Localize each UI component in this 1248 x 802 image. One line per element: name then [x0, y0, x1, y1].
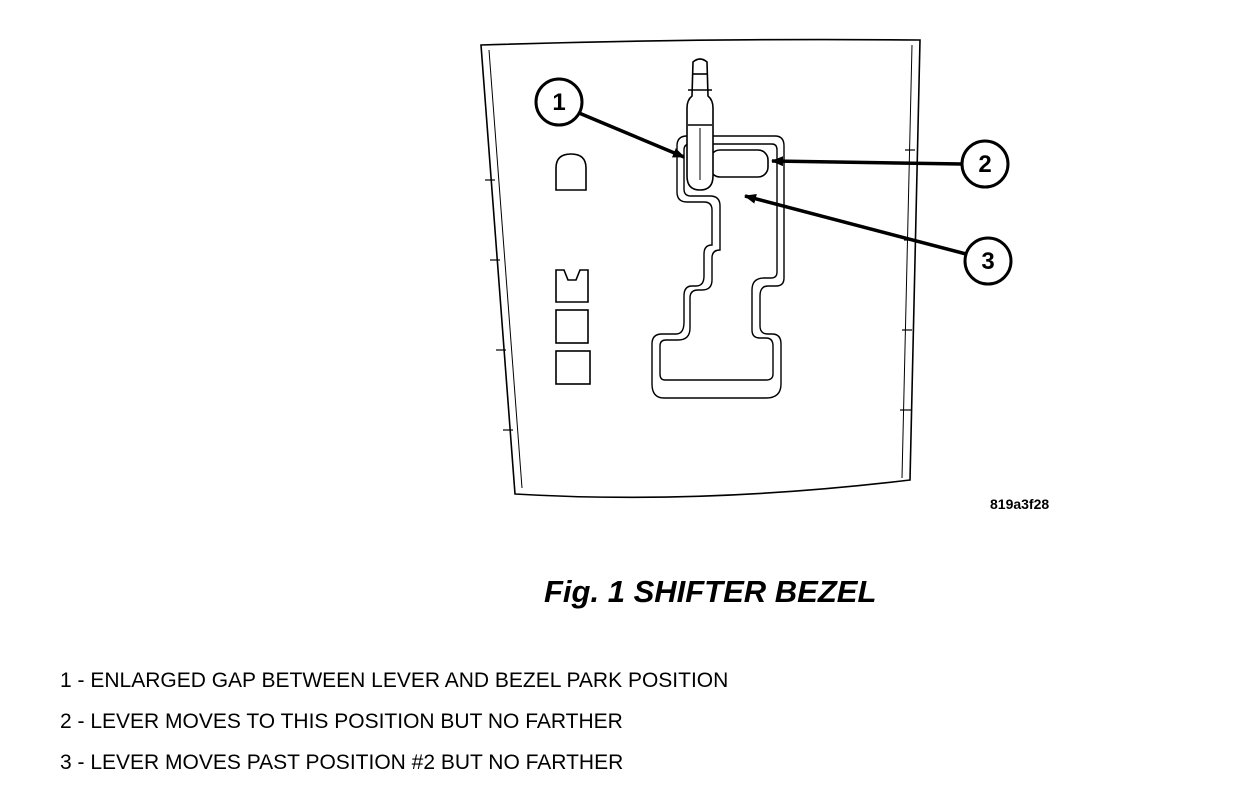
- figure-caption: Fig. 1 SHIFTER BEZEL: [544, 574, 877, 609]
- drawing-id: 819a3f28: [990, 496, 1049, 512]
- callout-1-label: 1: [552, 89, 565, 116]
- callout-2-label: 2: [978, 151, 991, 178]
- shift-gate-outer: [651, 135, 785, 399]
- legend-item: 2 - LEVER MOVES TO THIS POSITION BUT NO …: [60, 710, 623, 733]
- legend-item: 1 - ENLARGED GAP BETWEEN LEVER AND BEZEL…: [60, 669, 729, 692]
- bezel-buttons: [555, 153, 591, 385]
- park-slot: [709, 149, 769, 178]
- bezel-outline: [480, 38, 921, 499]
- arrow-icon: [771, 156, 963, 167]
- bezel-edge-ticks: [485, 149, 915, 431]
- lever-knob-icon: [686, 58, 714, 191]
- arrow-icon: [744, 193, 967, 256]
- square-button-lower: [555, 350, 591, 385]
- square-button-upper: [555, 309, 589, 344]
- bezel-inner-edge-right: [901, 44, 913, 479]
- bezel-inner-edge-left: [488, 49, 523, 489]
- shifter-bezel-diagram: 1 2 3 819a3f28: [480, 38, 1049, 512]
- callout-3-label: 3: [981, 248, 994, 275]
- legend-item: 3 - LEVER MOVES PAST POSITION #2 BUT NO …: [60, 751, 624, 774]
- shift-gate-inner: [659, 143, 778, 381]
- notched-button: [555, 269, 589, 303]
- legend-list: 1 - ENLARGED GAP BETWEEN LEVER AND BEZEL…: [60, 668, 728, 791]
- arrow-icon: [578, 111, 685, 159]
- rounded-button: [555, 153, 587, 191]
- callout-1-circle: [534, 77, 584, 127]
- callout-3-circle: [963, 236, 1013, 286]
